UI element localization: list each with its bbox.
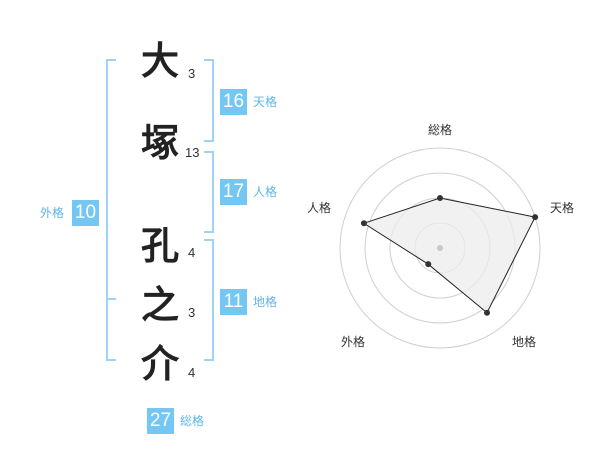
gaikaku-label: 外格 xyxy=(40,206,65,220)
given-char-1: 孔 xyxy=(141,224,180,268)
surname-char-1: 大 xyxy=(141,39,180,83)
radar-area xyxy=(362,197,536,314)
surname-stroke-1: 3 xyxy=(188,66,196,81)
gaikaku-bracket-divider xyxy=(106,298,116,300)
given-stroke-3: 4 xyxy=(188,365,196,380)
surname-stroke-2: 13 xyxy=(185,145,200,160)
axis-label-soukaku: 総格 xyxy=(428,122,452,137)
axis-label-jinkaku: 人格 xyxy=(307,200,331,215)
radar-ring-4 xyxy=(339,147,541,349)
radar-point-4 xyxy=(425,261,432,268)
axis-label-gaikaku: 外格 xyxy=(341,334,365,349)
gaikaku-bracket xyxy=(106,59,116,361)
tenkaku-value: 16 xyxy=(220,89,247,115)
radar-point-5 xyxy=(360,220,367,227)
given-char-2: 之 xyxy=(141,283,180,327)
chikaku-label: 地格 xyxy=(253,295,278,309)
gaikaku-value: 10 xyxy=(72,200,99,226)
radar-point-1 xyxy=(437,195,443,201)
radar-center xyxy=(437,245,443,251)
soukaku-label: 総格 xyxy=(180,414,205,428)
chikaku-bracket xyxy=(204,239,214,361)
soukaku-value: 27 xyxy=(147,408,174,434)
axis-label-chikaku: 地格 xyxy=(512,334,536,349)
tenkaku-bracket xyxy=(204,59,214,142)
jinkaku-bracket xyxy=(204,151,214,233)
radar-points xyxy=(360,195,539,316)
radar-point-3 xyxy=(484,309,491,316)
tenkaku-label: 天格 xyxy=(253,95,278,109)
given-stroke-2: 3 xyxy=(188,305,196,320)
jinkaku-label: 人格 xyxy=(253,185,278,199)
axis-label-tenkaku: 天格 xyxy=(550,200,574,215)
jinkaku-value: 17 xyxy=(220,179,247,205)
given-char-3: 介 xyxy=(141,342,180,386)
radar-point-2 xyxy=(532,214,539,221)
given-stroke-1: 4 xyxy=(188,245,196,260)
chikaku-value: 11 xyxy=(220,289,247,315)
surname-char-2: 塚 xyxy=(141,121,180,165)
